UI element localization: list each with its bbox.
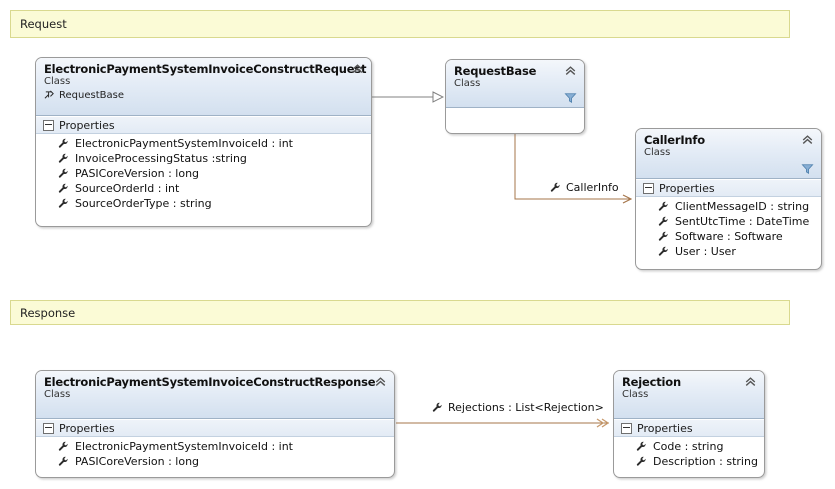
list-item[interactable]: PASICoreVersion : long (40, 454, 390, 469)
list-item[interactable]: ElectronicPaymentSystemInvoiceId : int (40, 136, 367, 151)
association-label-callerinfo: CallerInfo (548, 181, 621, 194)
member-label: SourceOrderType : string (75, 197, 212, 210)
chevron-up-icon[interactable] (564, 65, 577, 77)
wrench-icon (550, 182, 560, 192)
section-banner-request: Request (10, 10, 790, 38)
list-item[interactable]: ElectronicPaymentSystemInvoiceId : int (40, 439, 390, 454)
compartment-header-properties[interactable]: Properties (636, 179, 821, 197)
funnel-icon[interactable] (564, 92, 577, 104)
class-title: ElectronicPaymentSystemInvoiceConstructR… (44, 62, 367, 76)
chevron-up-icon[interactable] (351, 63, 364, 75)
minus-box-icon[interactable] (43, 422, 54, 434)
class-title: RequestBase (454, 64, 537, 78)
wrench-icon (658, 216, 668, 226)
wrench-icon (658, 231, 668, 241)
association-label-rejections-text: Rejections : List<Rejection> (448, 401, 604, 414)
class-box-response[interactable]: ElectronicPaymentSystemInvoiceConstructR… (35, 370, 395, 478)
class-title: CallerInfo (644, 133, 705, 147)
funnel-icon[interactable] (801, 163, 814, 175)
class-stereotype: Class (454, 78, 481, 89)
list-item[interactable]: InvoiceProcessingStatus :string (40, 151, 367, 166)
wrench-icon (636, 456, 646, 466)
chevron-up-icon[interactable] (801, 134, 814, 146)
class-header: Rejection Class (614, 371, 764, 419)
class-stereotype: Class (644, 147, 671, 158)
minus-box-icon[interactable] (643, 182, 654, 194)
list-item[interactable]: SentUtcTime : DateTime (640, 214, 817, 229)
class-box-caller-info[interactable]: CallerInfo Class Properties ClientMessag… (635, 128, 822, 270)
member-label: User : User (675, 245, 736, 258)
member-label: Software : Software (675, 230, 783, 243)
member-label: PASICoreVersion : long (75, 455, 200, 468)
section-banner-response: Response (10, 300, 790, 325)
class-stereotype: Class (622, 389, 649, 400)
member-label: SourceOrderId : int (75, 182, 180, 195)
member-label: ElectronicPaymentSystemInvoiceId : int (75, 137, 293, 150)
member-list: ClientMessageID : string SentUtcTime : D… (636, 197, 821, 263)
member-label: InvoiceProcessingStatus :string (75, 152, 247, 165)
list-item[interactable]: User : User (640, 244, 817, 259)
class-title: Rejection (622, 375, 681, 389)
member-label: ClientMessageID : string (675, 200, 810, 213)
class-empty-compartment (446, 108, 584, 130)
list-item[interactable]: ClientMessageID : string (640, 199, 817, 214)
class-header: RequestBase Class (446, 60, 584, 108)
class-stereotype: Class (44, 76, 71, 87)
class-header: CallerInfo Class (636, 129, 821, 179)
wrench-icon (58, 198, 68, 208)
section-banner-request-label: Request (20, 17, 67, 31)
compartment-header-label: Properties (59, 118, 115, 132)
minus-box-icon[interactable] (43, 119, 54, 131)
member-list: ElectronicPaymentSystemInvoiceId : int P… (36, 437, 394, 473)
member-label: ElectronicPaymentSystemInvoiceId : int (75, 440, 293, 453)
wrench-icon (658, 246, 668, 256)
class-header: ElectronicPaymentSystemInvoiceConstructR… (36, 371, 394, 419)
member-list: Code : string Description : string (614, 437, 764, 473)
member-label: Code : string (653, 440, 724, 453)
class-base-type: RequestBase (44, 89, 363, 102)
compartment-header-properties[interactable]: Properties (36, 116, 371, 134)
chevron-up-icon[interactable] (744, 376, 757, 388)
class-title: ElectronicPaymentSystemInvoiceConstructR… (44, 375, 376, 389)
member-label: SentUtcTime : DateTime (675, 215, 810, 228)
member-label: Description : string (653, 455, 758, 468)
class-box-request[interactable]: ElectronicPaymentSystemInvoiceConstructR… (35, 57, 372, 227)
compartment-header-label: Properties (659, 181, 715, 195)
wrench-icon (658, 201, 668, 211)
list-item[interactable]: PASICoreVersion : long (40, 166, 367, 181)
list-item[interactable]: Code : string (618, 439, 760, 454)
wrench-icon (58, 153, 68, 163)
compartment-header-properties[interactable]: Properties (36, 419, 394, 437)
list-item[interactable]: Software : Software (640, 229, 817, 244)
class-header: ElectronicPaymentSystemInvoiceConstructR… (36, 58, 371, 116)
class-box-rejection[interactable]: Rejection Class Properties Code : string… (613, 370, 765, 478)
compartment-header-properties[interactable]: Properties (614, 419, 764, 437)
wrench-icon (58, 183, 68, 193)
wrench-icon (58, 456, 68, 466)
class-base-type-label: RequestBase (59, 90, 124, 101)
wrench-icon (636, 441, 646, 451)
list-item[interactable]: SourceOrderType : string (40, 196, 367, 211)
chevron-up-icon[interactable] (374, 376, 387, 388)
class-stereotype: Class (44, 389, 71, 400)
inheritance-arrow-icon (44, 90, 54, 99)
section-banner-response-label: Response (20, 305, 76, 320)
minus-box-icon[interactable] (621, 422, 632, 434)
compartment-header-label: Properties (59, 421, 115, 435)
wrench-icon (432, 402, 442, 412)
class-box-request-base[interactable]: RequestBase Class (445, 59, 585, 134)
compartment-header-label: Properties (637, 421, 693, 435)
wrench-icon (58, 138, 68, 148)
list-item[interactable]: Description : string (618, 454, 760, 469)
wrench-icon (58, 441, 68, 451)
association-label-callerinfo-text: CallerInfo (566, 181, 619, 194)
wrench-icon (58, 168, 68, 178)
association-label-rejections: Rejections : List<Rejection> (430, 401, 606, 414)
member-list: ElectronicPaymentSystemInvoiceId : int I… (36, 134, 371, 215)
member-label: PASICoreVersion : long (75, 167, 200, 180)
list-item[interactable]: SourceOrderId : int (40, 181, 367, 196)
